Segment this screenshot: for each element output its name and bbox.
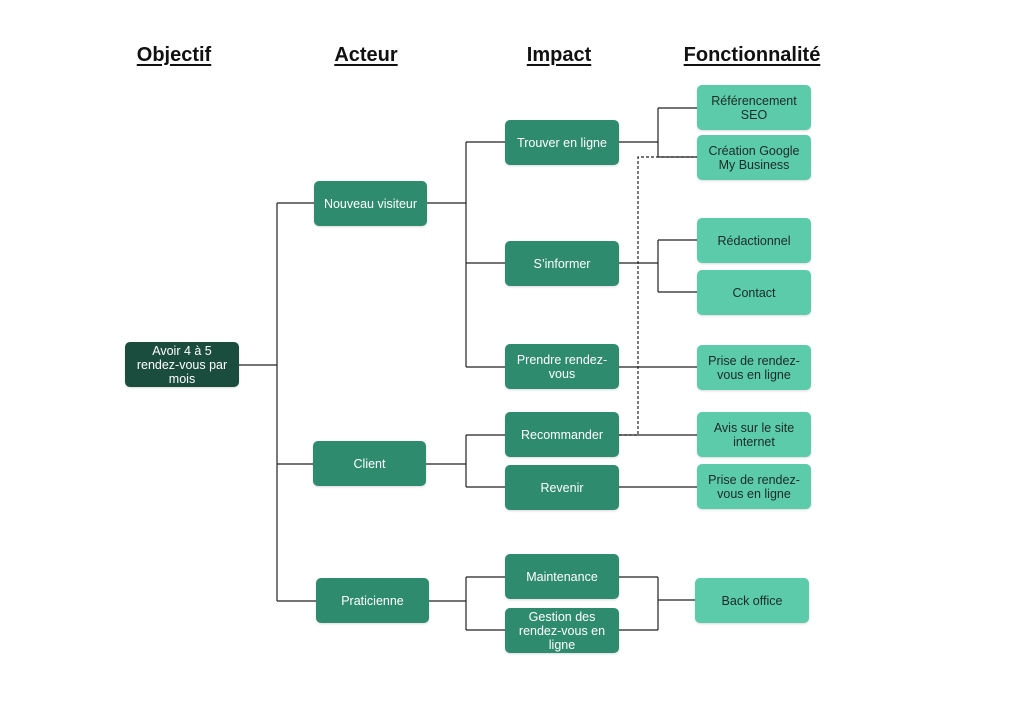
impact-revenir: Revenir xyxy=(505,465,619,510)
feature-prise-rdv-1: Prise de rendez-vous en ligne xyxy=(697,345,811,390)
feature-back-office: Back office xyxy=(695,578,809,623)
objective-node: Avoir 4 à 5 rendez-vous par mois xyxy=(125,342,239,387)
header-impact: Impact xyxy=(526,44,592,66)
impact-recommander: Recommander xyxy=(505,412,619,457)
feature-contact: Contact xyxy=(697,270,811,315)
feature-creation-google: Création Google My Business xyxy=(697,135,811,180)
header-acteur: Acteur xyxy=(334,44,398,66)
impact-maintenance: Maintenance xyxy=(505,554,619,599)
feature-referencement-seo: Référencement SEO xyxy=(697,85,811,130)
actor-praticienne: Praticienne xyxy=(316,578,429,623)
impact-trouver-en-ligne: Trouver en ligne xyxy=(505,120,619,165)
impact-gestion-rdv: Gestion des rendez-vous en ligne xyxy=(505,608,619,653)
header-fonctionnalite: Fonctionnalité xyxy=(683,44,821,66)
header-objectif: Objectif xyxy=(136,44,212,66)
impact-prendre-rdv: Prendre rendez-vous xyxy=(505,344,619,389)
actor-client: Client xyxy=(313,441,426,486)
impact-s-informer: S’informer xyxy=(505,241,619,286)
feature-prise-rdv-2: Prise de rendez-vous en ligne xyxy=(697,464,811,509)
feature-redactionnel: Rédactionnel xyxy=(697,218,811,263)
feature-avis-site: Avis sur le site internet xyxy=(697,412,811,457)
actor-nouveau-visiteur: Nouveau visiteur xyxy=(314,181,427,226)
